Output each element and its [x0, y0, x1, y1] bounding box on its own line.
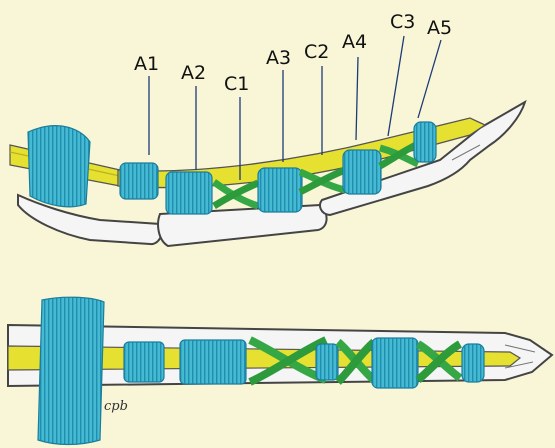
- lateral-view-finger: [10, 102, 525, 246]
- label-c1: C1: [224, 73, 249, 95]
- leader-c3: [388, 36, 404, 136]
- palmar-pulley-a2: [180, 340, 246, 384]
- label-c3: C3: [390, 11, 415, 33]
- label-a2: A2: [181, 62, 206, 84]
- leader-a4: [356, 57, 358, 140]
- palmar-pulley-a1: [124, 342, 164, 382]
- palmar-aponeurosis-band: [28, 126, 90, 207]
- palmar-band-vertical: [38, 297, 104, 444]
- pulley-labels: A1 A2 C1 A3 C2 A4 C3 A5: [134, 11, 452, 95]
- artist-signature: cpb: [104, 399, 128, 414]
- label-c2: C2: [304, 41, 329, 63]
- proximal-phalanx: [18, 195, 162, 244]
- pulley-a1: [120, 163, 158, 199]
- leader-a5: [418, 40, 441, 118]
- label-a5: A5: [427, 17, 452, 39]
- palmar-pulley-a4: [372, 338, 418, 388]
- label-a1: A1: [134, 53, 159, 75]
- label-a4: A4: [342, 31, 367, 53]
- pulley-a5: [414, 122, 436, 162]
- palmar-view-finger: [8, 297, 552, 444]
- pulley-a3: [258, 168, 302, 212]
- pulley-c2: [300, 170, 345, 192]
- palmar-pulley-a5: [462, 344, 484, 382]
- label-a3: A3: [266, 47, 291, 69]
- pulley-a4: [343, 150, 381, 194]
- palmar-pulley-a3: [316, 344, 338, 380]
- pulley-a2: [166, 172, 212, 214]
- pulley-c1: [214, 182, 258, 206]
